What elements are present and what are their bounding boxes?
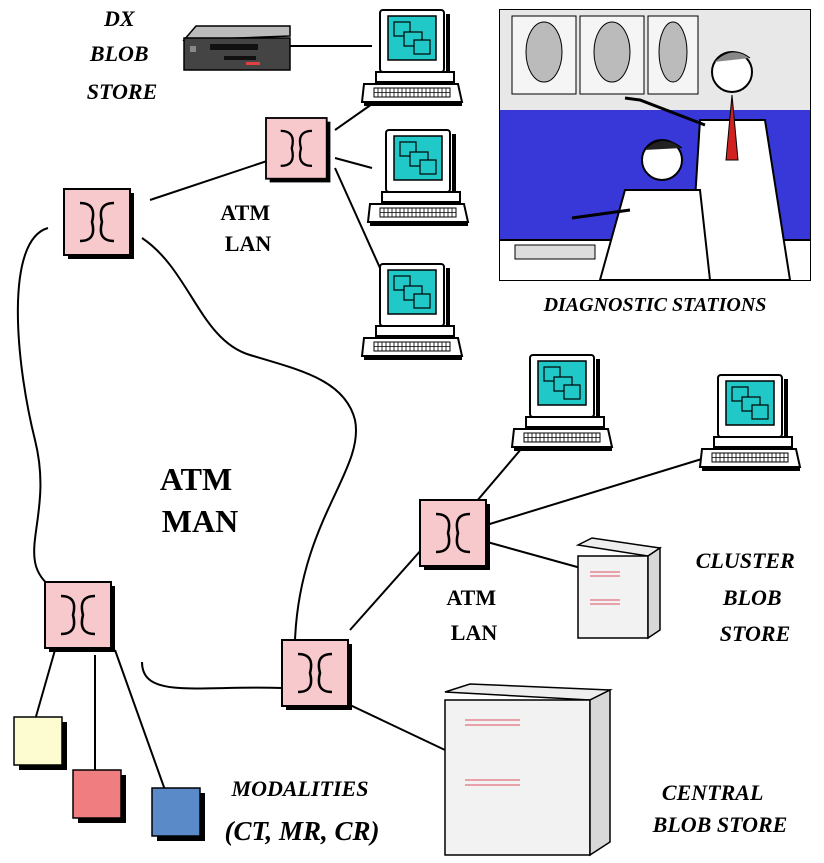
- workstation-icon-3: [361, 263, 463, 361]
- switch-icon-lan-top: [264, 116, 332, 184]
- workstation-icon-2: [367, 129, 469, 227]
- dx-store-label: DX BLOB STORE: [87, 6, 158, 104]
- switch-icon-man-top: [62, 187, 136, 261]
- modality-icon-yellow: [13, 716, 67, 770]
- tape-drive-icon: [182, 25, 291, 71]
- modality-icon-red: [72, 769, 126, 823]
- workstation-icon-4: [511, 354, 613, 452]
- server-icon-central: [444, 683, 613, 857]
- switch-icon-man-left: [43, 580, 117, 654]
- central-store-label: CENTRAL BLOB STORE: [652, 780, 788, 837]
- atm-man-label: ATM MAN: [160, 461, 240, 539]
- modalities-label: MODALITIES (CT, MR, CR): [224, 776, 379, 846]
- modality-icon-blue: [151, 787, 205, 841]
- workstation-icon-1: [361, 9, 463, 107]
- atm-lan-bottom-label: ATM LAN: [446, 585, 501, 645]
- diagnostic-stations-label: DIAGNOSTIC STATIONS: [543, 294, 767, 316]
- switch-icon-lan-bottom: [418, 498, 492, 572]
- atm-lan-top-label: ATM LAN: [220, 200, 275, 256]
- switch-icon-man-right: [280, 638, 354, 712]
- workstation-icon-5: [699, 374, 801, 472]
- cluster-store-label: CLUSTER BLOB STORE: [696, 548, 801, 646]
- server-icon-cluster: [575, 537, 663, 640]
- radiologists-illustration: [499, 9, 811, 281]
